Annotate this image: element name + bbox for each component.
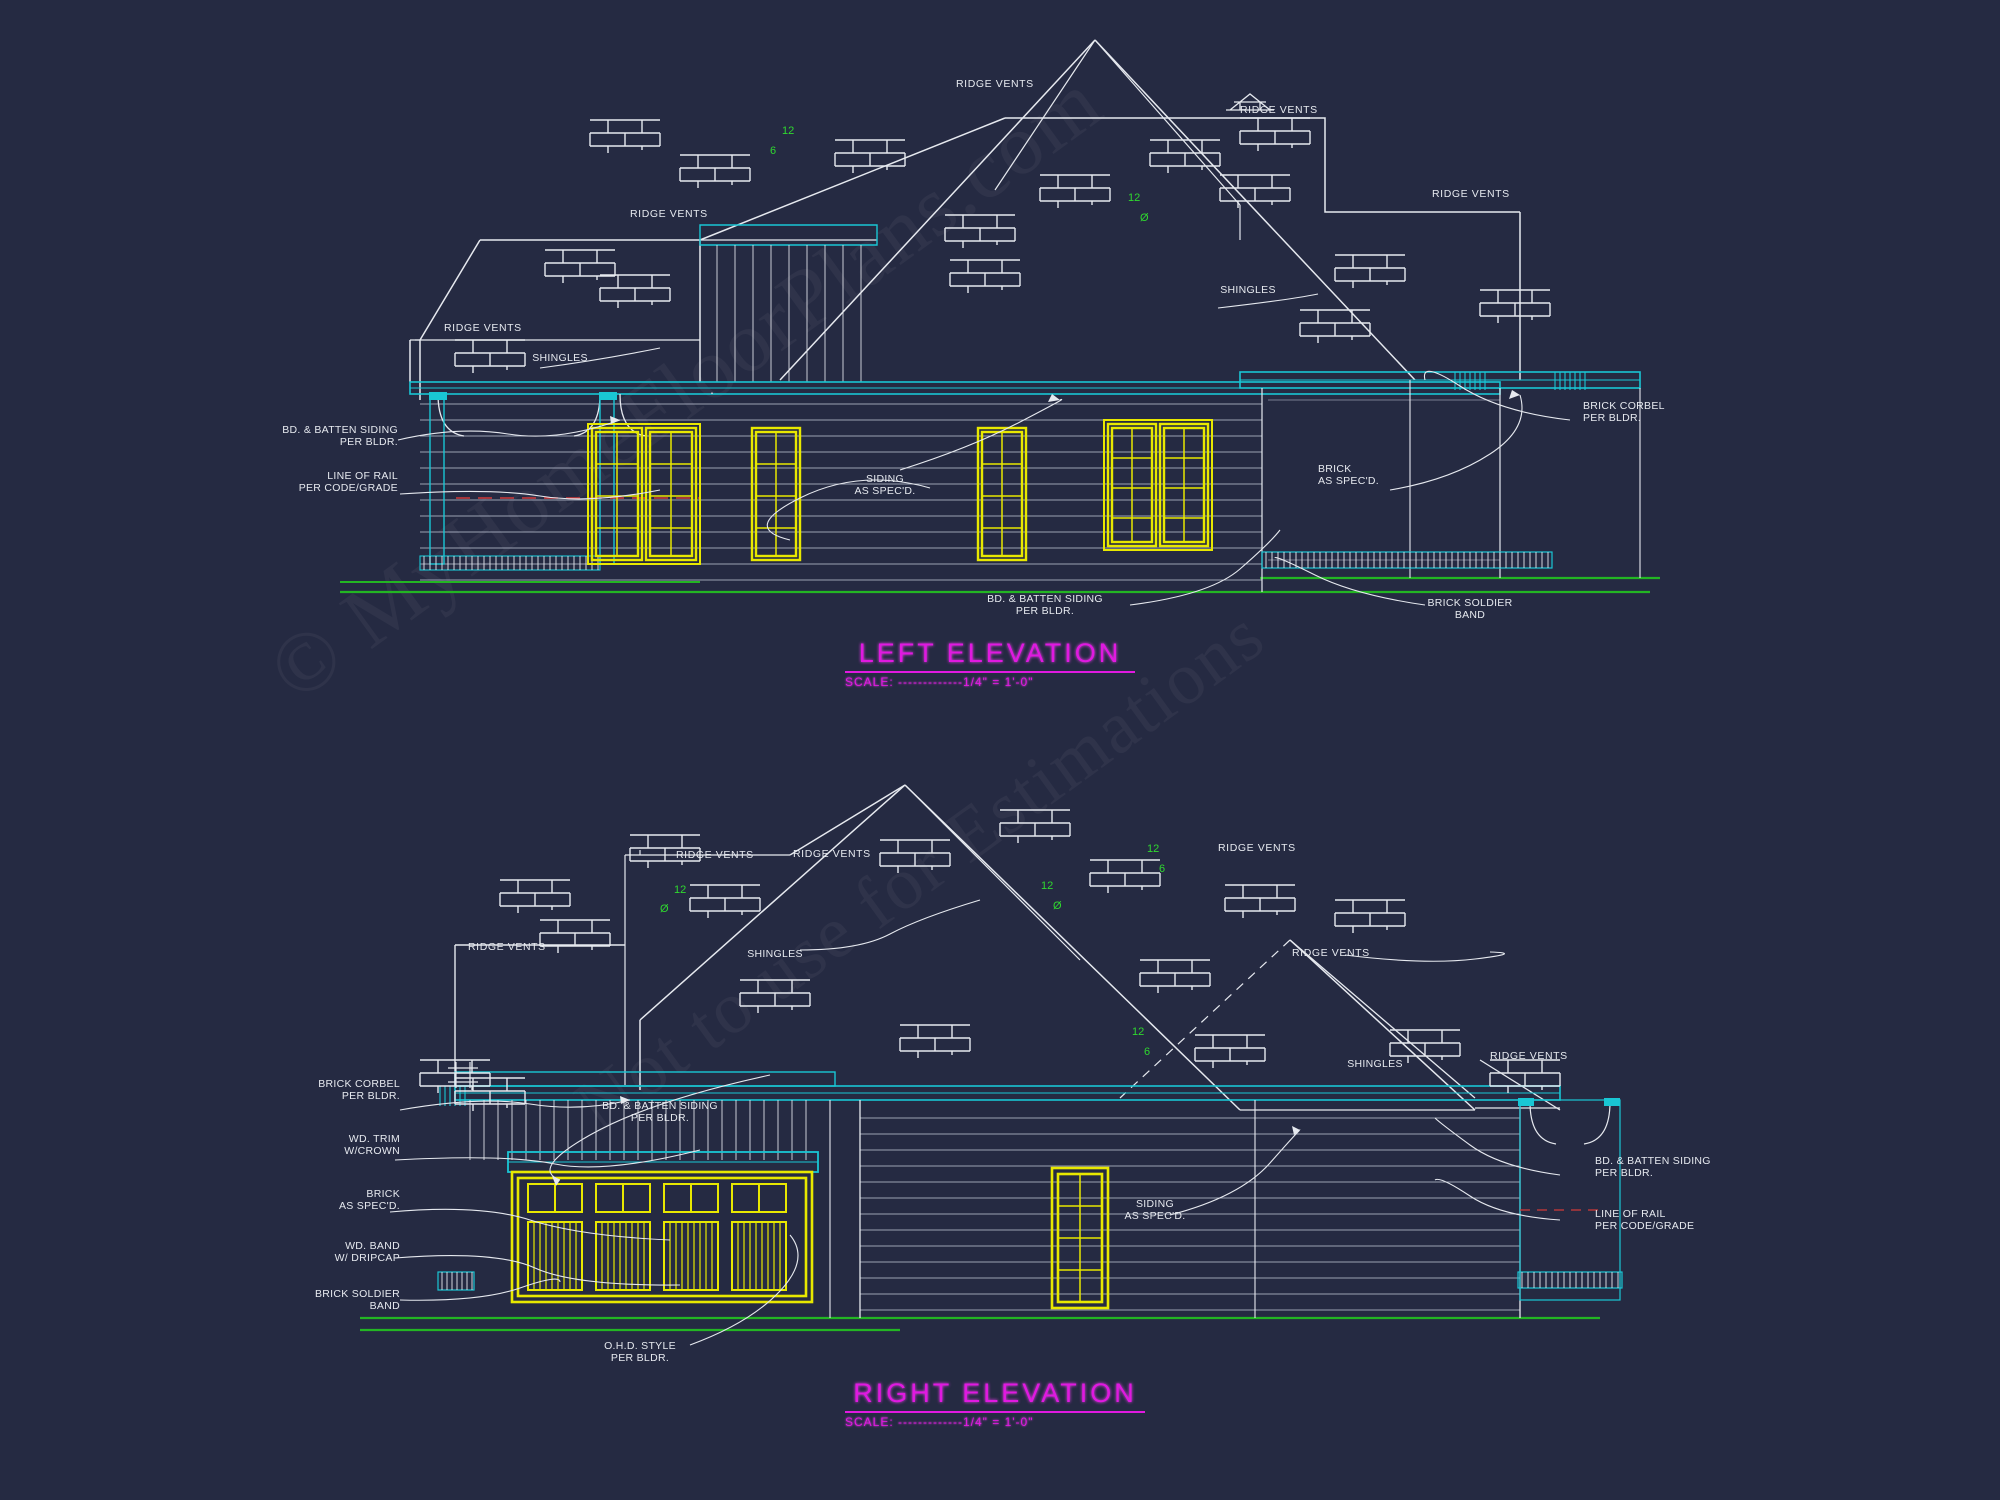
- roof-pitch-marker: 12: [1147, 843, 1159, 855]
- brick-soldier-band-note: BRICK SOLDIER BAND: [1427, 597, 1513, 621]
- roof-pitch-marker: 12: [782, 125, 794, 137]
- brick-as-specd-note: BRICK AS SPEC'D.: [1318, 463, 1380, 487]
- ridge-vents-label: RIDGE VENTS: [630, 208, 708, 220]
- pitch-run: Ø: [660, 903, 669, 915]
- brick-as-specd-note: BRICK AS SPEC'D.: [338, 1188, 400, 1212]
- line-of-rail-note: LINE OF RAIL PER CODE/GRADE: [1595, 1208, 1695, 1232]
- siding-as-specd-note: SIDING AS SPEC'D.: [854, 473, 916, 497]
- bd-batten-siding-note-top: BD. & BATTEN SIDING PER BLDR.: [602, 1100, 718, 1124]
- title-underline: [845, 671, 1135, 673]
- roof-pitch-run: Ø: [1140, 212, 1149, 224]
- ridge-vents-label: RIDGE VENTS: [956, 78, 1034, 90]
- shingles-note-left: SHINGLES: [747, 948, 803, 960]
- window-group: [587, 419, 1213, 565]
- left-elevation-scale: SCALE: -------------1/4" = 1'-0": [845, 675, 1034, 689]
- pitch-run: 6: [1144, 1046, 1151, 1058]
- brick-corbel-note: BRICK CORBEL PER BLDR.: [318, 1078, 400, 1102]
- roof-pitch-run: 6: [1159, 863, 1165, 875]
- line-of-rail-note: LINE OF RAIL PER CODE/GRADE: [298, 470, 398, 494]
- right-elevation-scale: SCALE: -------------1/4" = 1'-0": [845, 1415, 1034, 1429]
- roof-pitch-marker: 12: [1128, 192, 1140, 204]
- siding-as-specd-note: SIDING AS SPEC'D.: [1124, 1198, 1186, 1222]
- roof-pitch-run: Ø: [1053, 900, 1062, 912]
- pitch-rise: 12: [1041, 880, 1054, 892]
- ridge-vents-label: RIDGE VENTS: [1292, 947, 1370, 959]
- roof-pitch-run: 6: [1144, 1046, 1150, 1058]
- pitch-rise: 12: [1128, 192, 1141, 204]
- ridge-vents-label: RIDGE VENTS: [1240, 104, 1318, 116]
- ridge-vents-label: RIDGE VENTS: [1432, 188, 1510, 200]
- brick-corbel-note: BRICK CORBEL PER BLDR.: [1583, 400, 1665, 424]
- roof-pitch-marker: 12: [674, 884, 686, 896]
- pitch-rise: 12: [782, 125, 795, 137]
- wd-trim-crown-note: WD. TRIM W/CROWN: [344, 1133, 400, 1157]
- ridge-vents-label: RIDGE VENTS: [1490, 1050, 1568, 1062]
- pitch-run: 6: [1159, 863, 1166, 875]
- pitch-run: 6: [770, 145, 777, 157]
- bd-batten-siding-note-left: BD. & BATTEN SIDING PER BLDR.: [282, 424, 398, 448]
- pitch-run: Ø: [1140, 212, 1149, 224]
- shingles-note-right: SHINGLES: [1347, 1058, 1403, 1070]
- bd-batten-siding-note-right: BD. & BATTEN SIDING PER BLDR.: [1595, 1155, 1711, 1179]
- left-elevation-drawing: [340, 39, 1660, 606]
- ohd-style-note: O.H.D. STYLE PER BLDR.: [604, 1340, 676, 1364]
- shingles-note-right: SHINGLES: [1220, 284, 1276, 296]
- brick-soldier-band-note: BRICK SOLDIER BAND: [314, 1288, 400, 1312]
- left-elevation-title: LEFT ELEVATION: [858, 638, 1122, 668]
- pitch-run: Ø: [1053, 900, 1062, 912]
- right-elevation-title: RIGHT ELEVATION: [853, 1378, 1137, 1408]
- ridge-vents-label: RIDGE VENTS: [444, 322, 522, 334]
- right-elevation-drawing: [360, 784, 1623, 1346]
- ridge-vents-label: RIDGE VENTS: [1218, 842, 1296, 854]
- pitch-rise: 12: [674, 884, 687, 896]
- ridge-vents-label: RIDGE VENTS: [676, 849, 754, 861]
- roof-pitch-marker: 12: [1041, 880, 1053, 892]
- roof-pitch-marker: 12: [1132, 1026, 1144, 1038]
- pitch-rise: 12: [1147, 843, 1160, 855]
- title-underline: [845, 1411, 1145, 1413]
- ridge-vents-label: RIDGE VENTS: [468, 941, 546, 953]
- wd-band-dripcap-note: WD. BAND W/ DRIPCAP: [334, 1240, 400, 1264]
- pitch-rise: 12: [1132, 1026, 1145, 1038]
- shingles-note-left: SHINGLES: [532, 352, 588, 364]
- bd-batten-siding-note-bottom: BD. & BATTEN SIDING PER BLDR.: [987, 593, 1103, 617]
- right-elevation-title-block: RIGHT ELEVATION SCALE: -------------1/4"…: [845, 1378, 1145, 1429]
- ridge-vents-label: RIDGE VENTS: [793, 848, 871, 860]
- left-elevation-title-block: LEFT ELEVATION SCALE: -------------1/4" …: [845, 638, 1135, 689]
- roof-pitch-run: 6: [770, 145, 776, 157]
- roof-pitch-run: Ø: [660, 903, 669, 915]
